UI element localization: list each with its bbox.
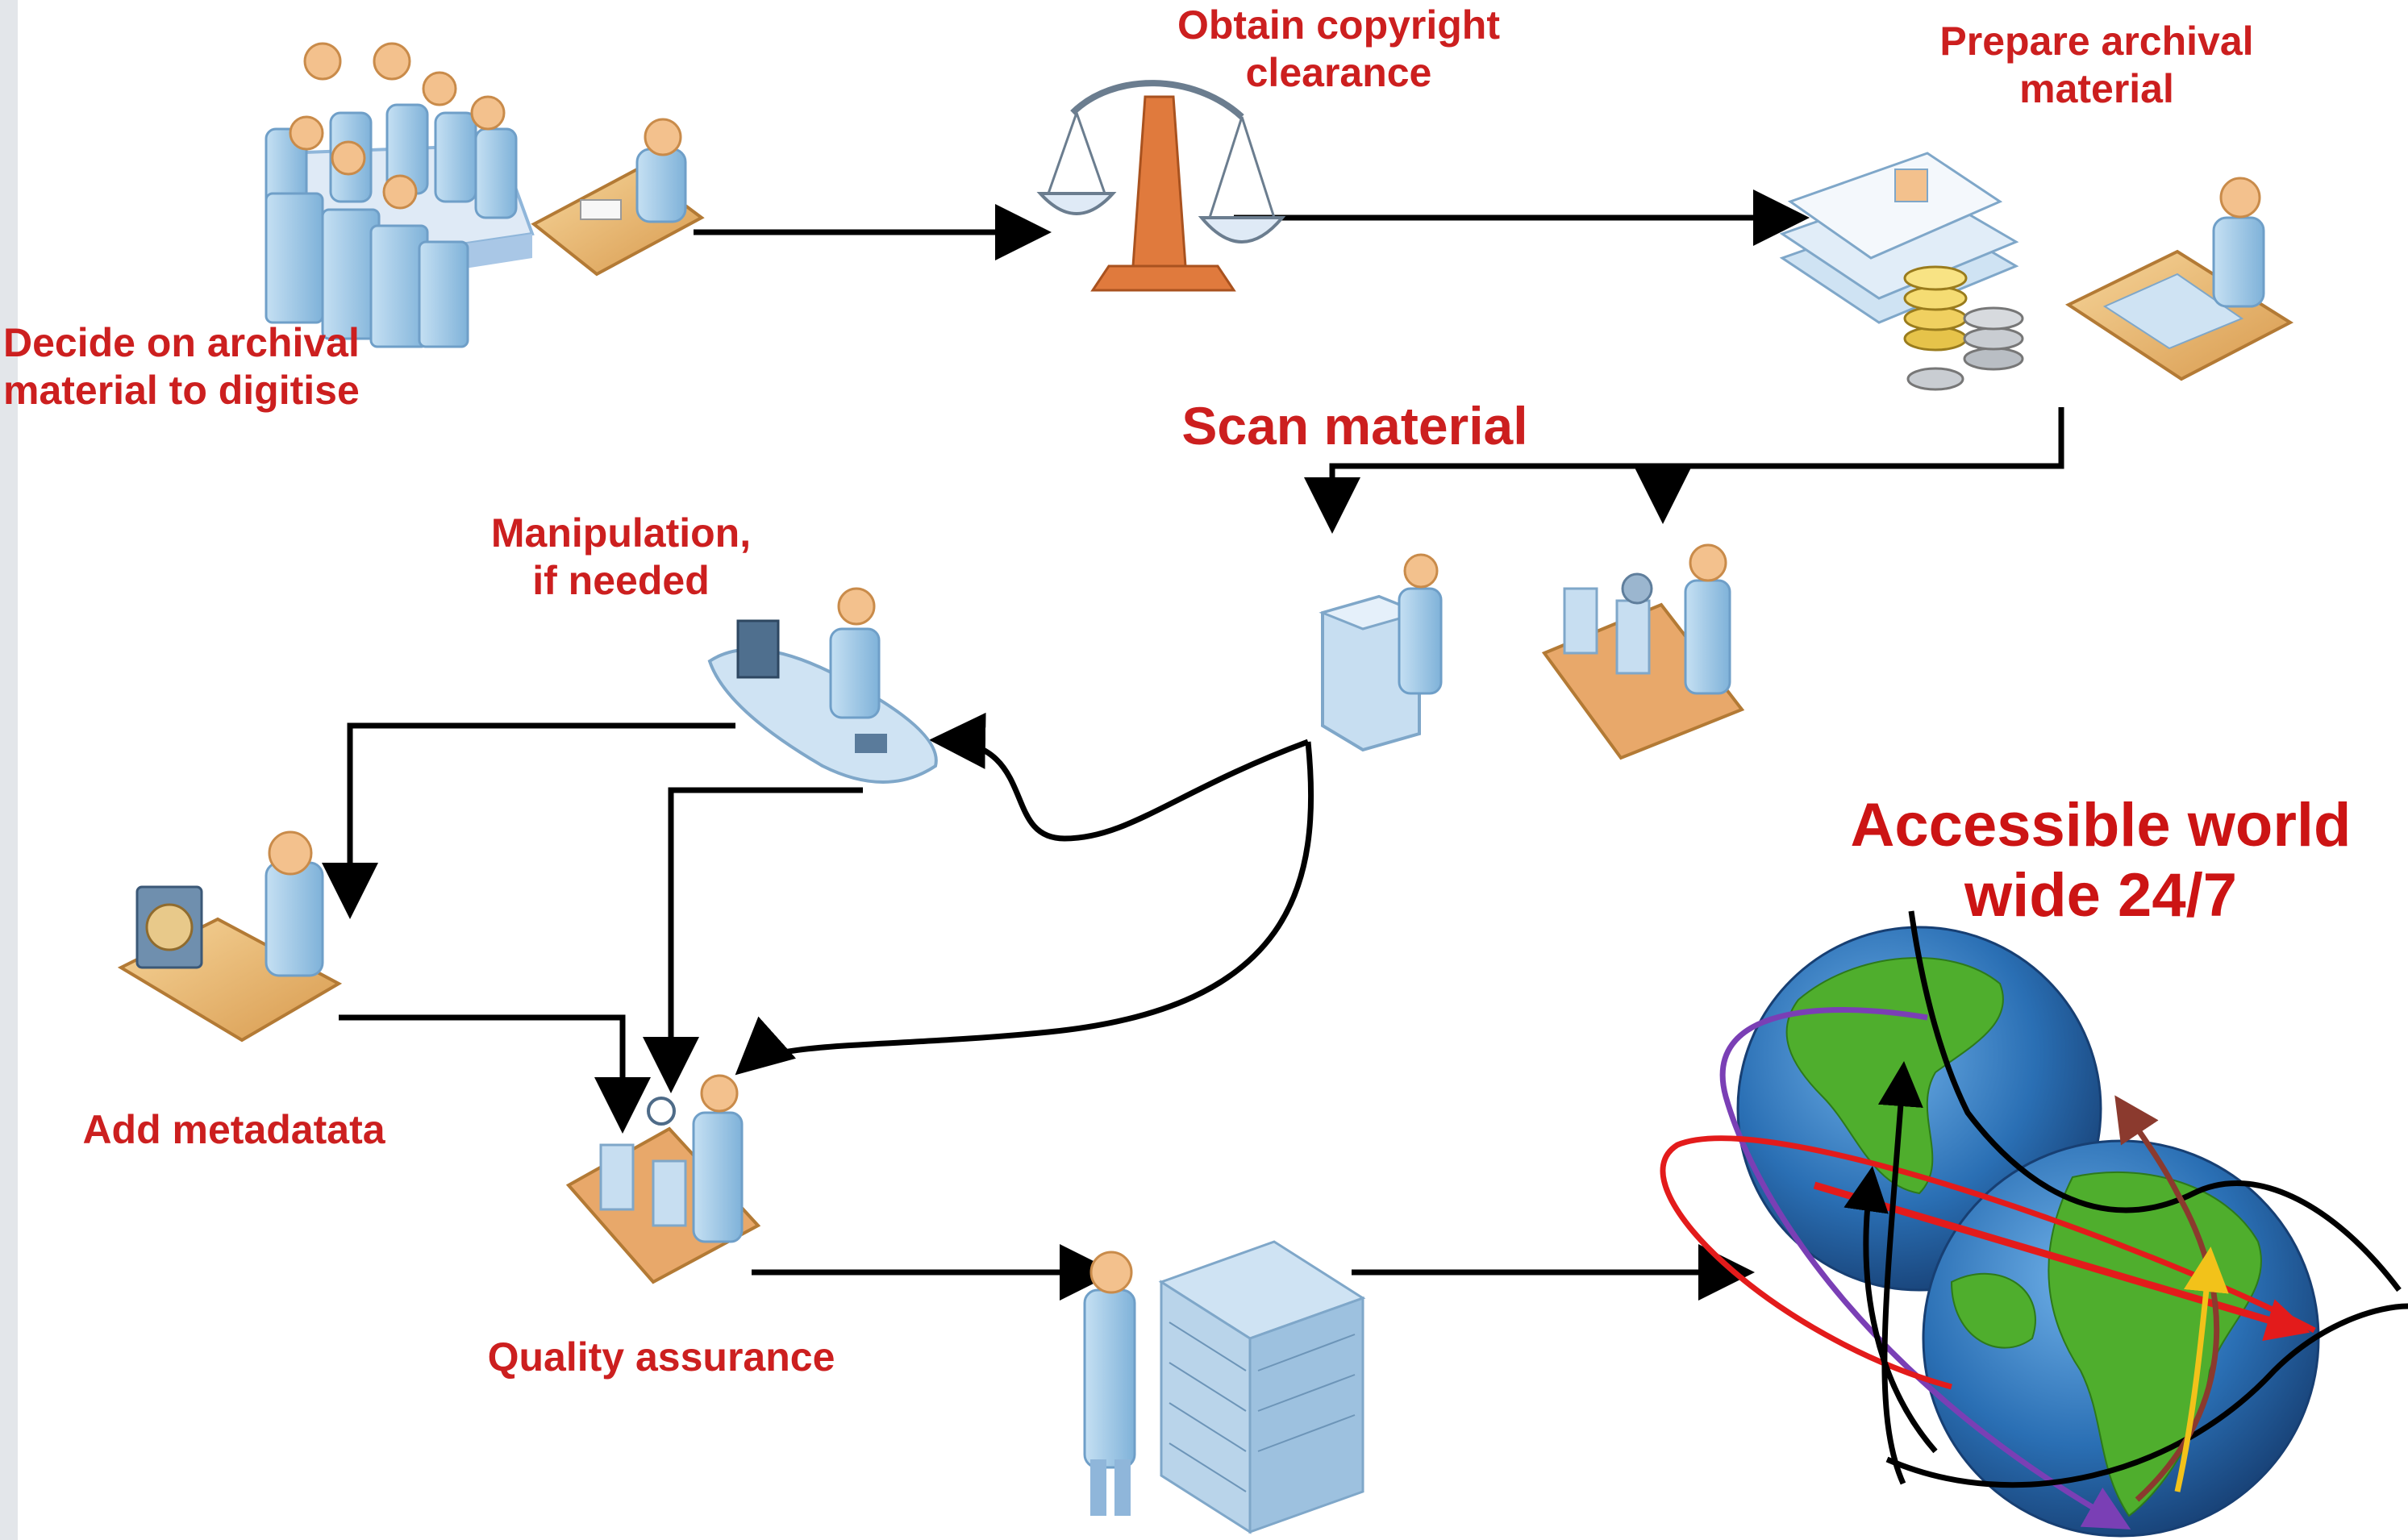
meeting-table-icon xyxy=(265,42,535,348)
workstation-icon xyxy=(117,830,343,1043)
arrow-scan-to-manipulation xyxy=(929,712,1310,842)
computer-desk-icon xyxy=(707,587,938,784)
inspection-conveyor-icon xyxy=(565,1074,761,1284)
arrow-manipulation-to-quality xyxy=(643,787,863,1093)
flow-arrows xyxy=(322,189,2064,1301)
conveyor-machine-icon xyxy=(1541,543,1745,760)
label-manipulation-if-needed: Manipulation, if needed xyxy=(490,510,752,603)
server-rack-operator-icon xyxy=(1083,1240,1366,1534)
desk-worker-icon xyxy=(2064,177,2294,381)
label-accessible-world-wide: Accessible world wide 24/7 xyxy=(1850,791,2352,930)
desk-worker-icon xyxy=(531,118,705,277)
label-prepare-archival-material: Prepare archival material xyxy=(1939,19,2254,111)
left-border-strip xyxy=(0,0,18,1540)
label-decide-on-archival-material: Decide on archival material to digitise xyxy=(3,320,360,413)
arrow-prepare-to-scan xyxy=(1304,407,2064,534)
label-obtain-copyright-clearance: Obtain copyright clearance xyxy=(1177,2,1500,95)
label-quality-assurance: Quality assurance xyxy=(487,1334,835,1380)
label-add-metadata: Add metadatata xyxy=(82,1107,385,1152)
arrow-scan-to-quality xyxy=(735,741,1314,1076)
scales-of-justice-icon xyxy=(1036,80,1286,292)
scanner-operator-icon xyxy=(1319,553,1443,752)
globes-icon xyxy=(1660,910,2408,1538)
arrow-metadata-to-quality xyxy=(339,1014,651,1134)
arrow-manipulation-to-metadata xyxy=(322,722,735,919)
documents-coins-icon xyxy=(1779,152,2024,391)
label-scan-material: Scan material xyxy=(1181,396,1528,456)
